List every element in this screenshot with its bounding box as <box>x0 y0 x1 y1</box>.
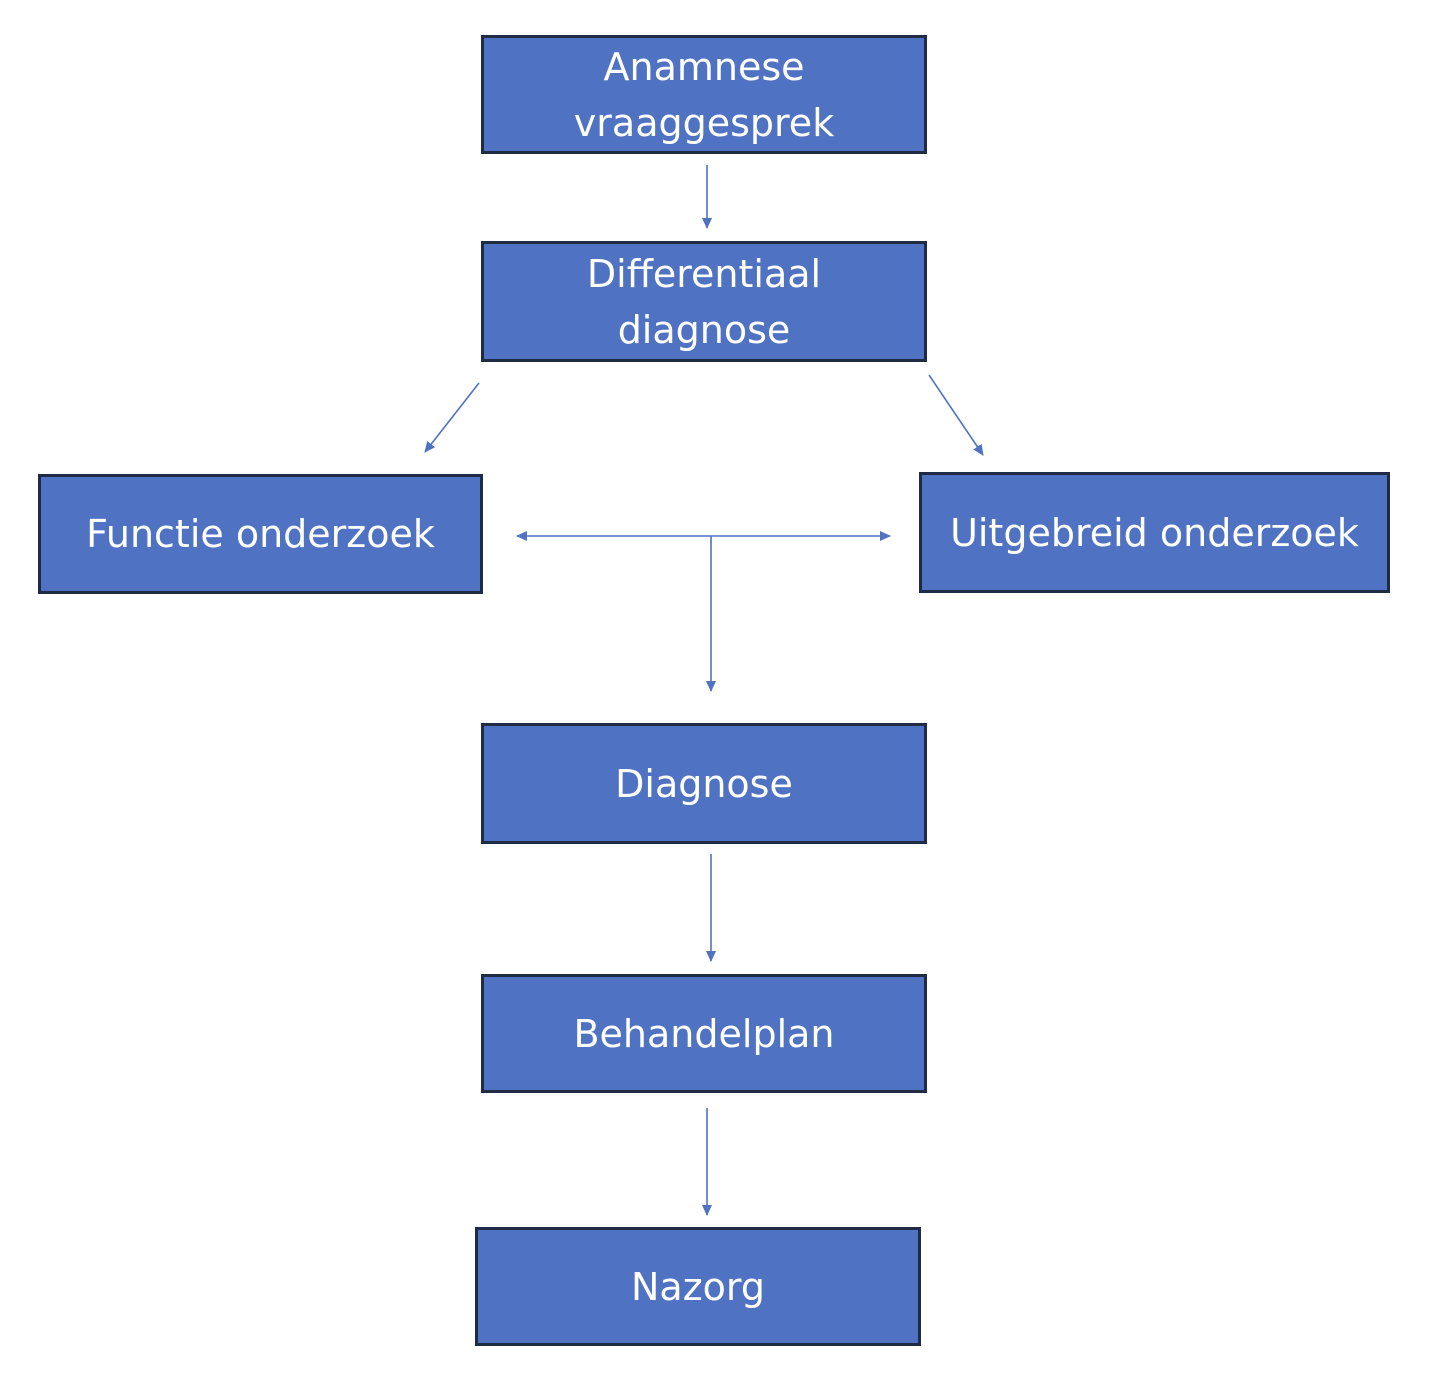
arrow-differentiaal-to-uitgebreid <box>928 374 984 456</box>
node-behandelplan: Behandelplan <box>481 974 927 1093</box>
node-label: Uitgebreid onderzoek <box>950 510 1359 555</box>
arrow-differentiaal-to-functie <box>424 382 480 453</box>
node-label: Nazorg <box>631 1264 765 1309</box>
node-uitgebreid-onderzoek: Uitgebreid onderzoek <box>919 472 1390 593</box>
node-label: Differentiaal diagnose <box>586 251 822 352</box>
node-anamnese-vraaggesprek: Anamnese vraaggesprek <box>481 35 927 154</box>
node-diagnose: Diagnose <box>481 723 927 844</box>
node-nazorg: Nazorg <box>475 1227 921 1346</box>
node-differentiaal-diagnose: Differentiaal diagnose <box>481 241 927 362</box>
node-label: Anamnese vraaggesprek <box>573 44 835 145</box>
node-label: Functie onderzoek <box>86 512 435 556</box>
node-label: Diagnose <box>615 761 793 806</box>
node-label: Behandelplan <box>573 1011 835 1056</box>
node-functie-onderzoek: Functie onderzoek <box>38 474 483 594</box>
